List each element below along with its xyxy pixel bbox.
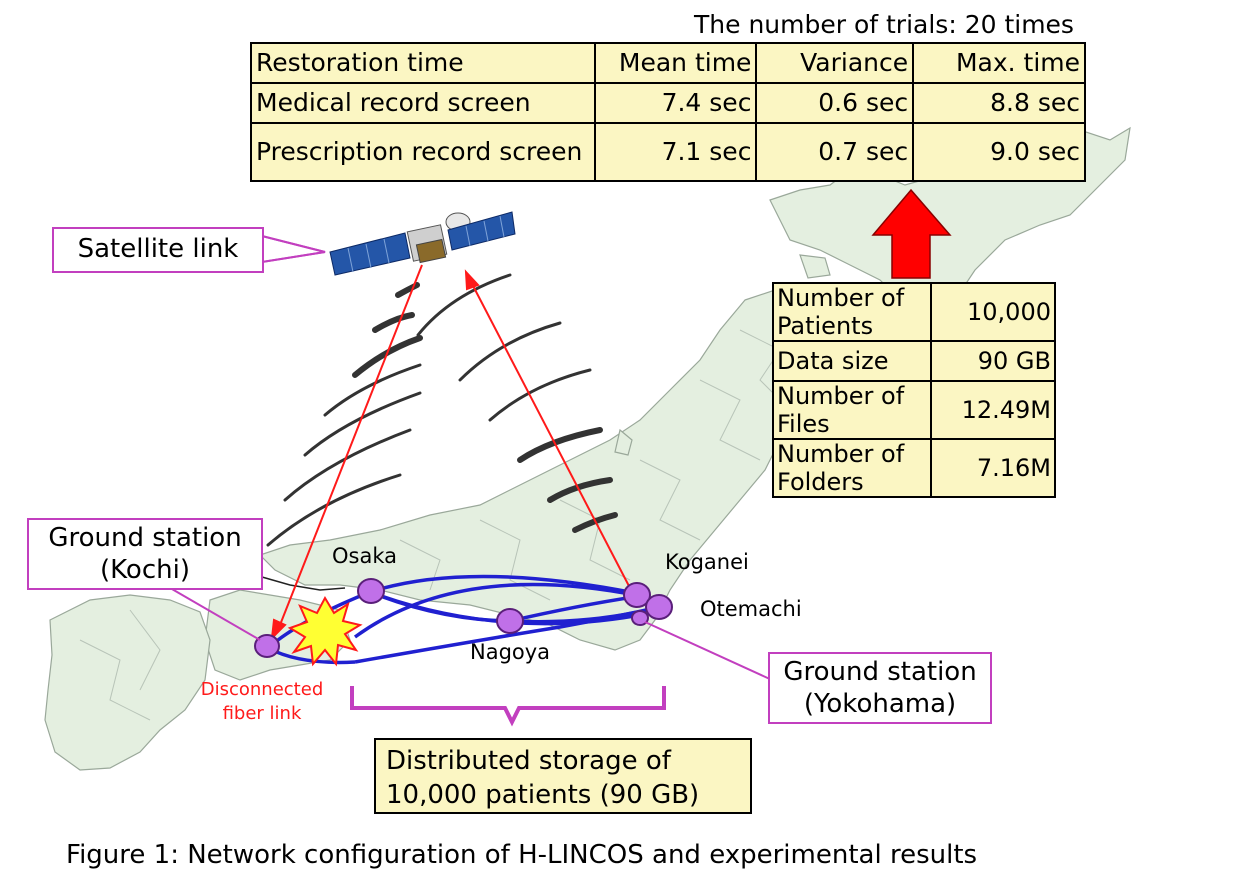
coastline: [254, 574, 346, 591]
disconnected-fiber-label: Disconnected fiber link: [200, 679, 324, 724]
table-cell: Medical record screen: [250, 82, 596, 124]
ground-station-yokohama-callout: Ground station (Yokohama): [768, 652, 992, 724]
node-yokohama: [631, 610, 649, 626]
up-arrow-icon: [871, 188, 952, 279]
table-row: Medical record screen 7.4 sec 0.6 sec 8.…: [250, 82, 1086, 124]
table-row: Number of Patients 10,000: [772, 282, 1056, 342]
otemachi-label: Otemachi: [700, 597, 802, 621]
node-osaka: [357, 578, 385, 604]
table-header-cell: Mean time: [593, 42, 758, 84]
node-otemachi: [645, 594, 673, 620]
satellite-link-lines: [270, 264, 631, 641]
table-cell: Number of Folders: [772, 438, 932, 498]
table-cell: Number of Patients: [772, 282, 932, 342]
node-kochi: [254, 634, 280, 658]
osaka-label: Osaka: [332, 544, 397, 568]
table-cell: Number of Files: [772, 380, 932, 440]
distributed-storage-box: Distributed storage of 10,000 patients (…: [374, 738, 752, 814]
satellite-link-callout: Satellite link: [52, 227, 264, 273]
table-cell: Data size: [772, 340, 932, 382]
table-row: Number of Folders 7.16M: [772, 438, 1056, 498]
table-cell: 7.4 sec: [593, 82, 758, 124]
restoration-results-table: Restoration time Mean time Variance Max.…: [250, 42, 1086, 182]
storage-bracket: [350, 686, 666, 727]
trials-note: The number of trials: 20 times: [694, 10, 1074, 39]
table-cell: Prescription record screen: [250, 122, 596, 182]
ground-station-kochi-callout: Ground station (Kochi): [27, 518, 263, 590]
storage-stats-table: Number of Patients 10,000 Data size 90 G…: [772, 282, 1056, 498]
satellite-icon: [329, 211, 516, 276]
break-icon: [287, 595, 363, 667]
table-header-row: Restoration time Mean time Variance Max.…: [250, 42, 1086, 84]
table-cell: 90 GB: [930, 340, 1056, 382]
table-cell: 7.1 sec: [593, 122, 758, 182]
node-koganei: [623, 582, 651, 608]
nagoya-label: Nagoya: [470, 640, 551, 664]
table-cell: 12.49M: [930, 380, 1056, 440]
table-cell: 7.16M: [930, 438, 1056, 498]
table-header-cell: Restoration time: [250, 42, 596, 84]
table-header-cell: Max. time: [912, 42, 1086, 84]
network-nodes: [254, 578, 673, 658]
koganei-label: Koganei: [665, 550, 749, 574]
table-row: Number of Files 12.49M: [772, 380, 1056, 440]
table-cell: 0.7 sec: [755, 122, 915, 182]
table-row: Data size 90 GB: [772, 340, 1056, 382]
table-header-cell: Variance: [755, 42, 915, 84]
table-cell: 9.0 sec: [912, 122, 1086, 182]
table-cell: 0.6 sec: [755, 82, 915, 124]
table-cell: 8.8 sec: [912, 82, 1086, 124]
table-row: Prescription record screen 7.1 sec 0.7 s…: [250, 122, 1086, 182]
figure-caption: Figure 1: Network configuration of H-LIN…: [66, 840, 978, 870]
table-cell: 10,000: [930, 282, 1056, 342]
fiber-links: [266, 574, 661, 665]
node-nagoya: [496, 608, 524, 634]
